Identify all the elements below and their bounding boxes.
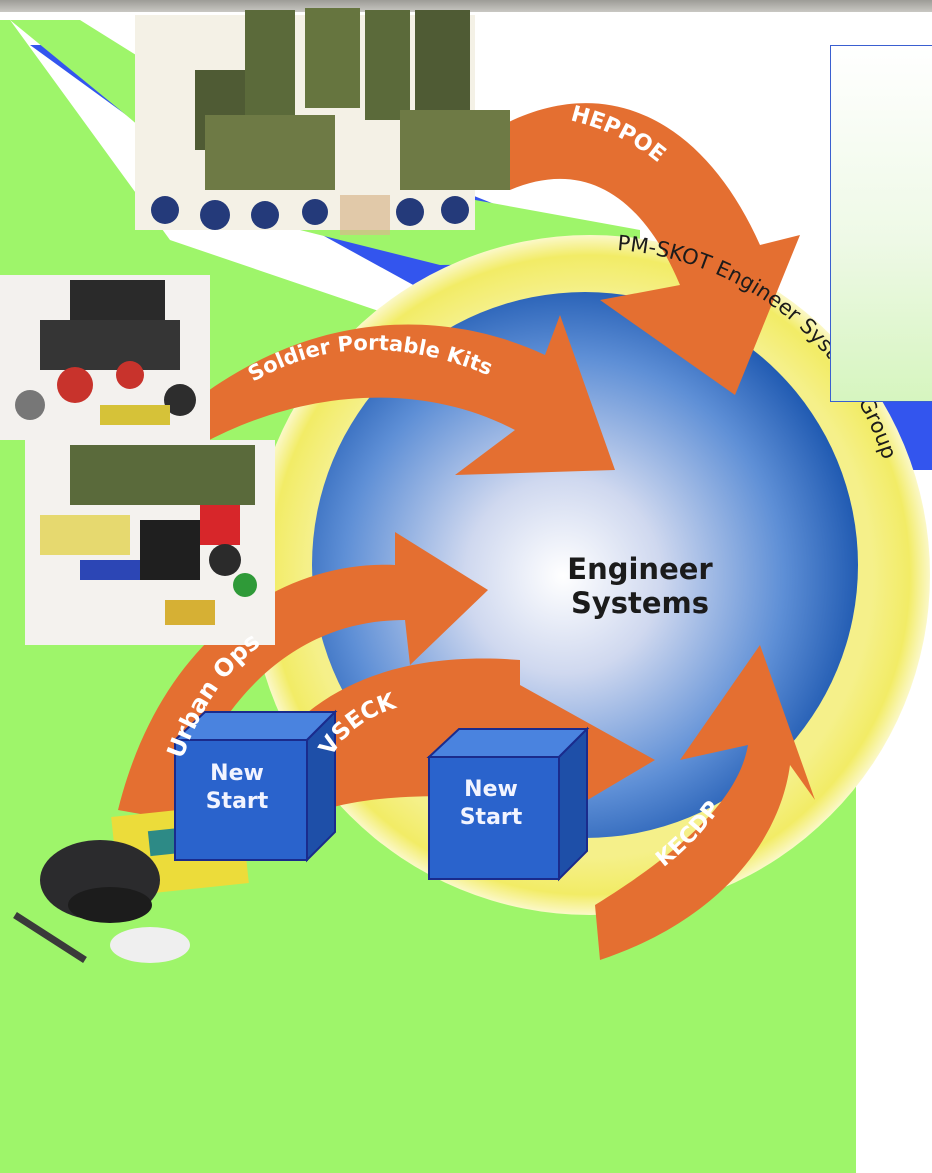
new-start-label-1: New Start <box>178 760 296 816</box>
center-label-line1: Engineer <box>567 552 713 586</box>
urban-ops-kit-image <box>25 440 275 645</box>
center-label: Engineer Systems <box>540 552 740 620</box>
heppoe-equipment-image <box>135 8 510 235</box>
new-start-label-2-line2: Start <box>459 805 523 830</box>
new-start-label-1-line2: Start <box>205 789 269 814</box>
new-start-label-2-line1: New <box>464 777 518 802</box>
callout-box <box>830 45 932 402</box>
soldier-portable-kits-image <box>0 275 210 440</box>
new-start-label-2: New Start <box>432 776 550 832</box>
new-start-label-1-line1: New <box>210 761 264 786</box>
arrow-heppoe <box>470 103 800 396</box>
top-strip <box>0 0 932 12</box>
new-start-cube-1 <box>172 709 338 863</box>
arrow-kecdp <box>595 645 815 960</box>
arrow-soldier-portable-kits <box>160 315 615 475</box>
arrow-urban-ops <box>118 532 488 820</box>
new-start-cube-2 <box>426 726 590 882</box>
center-label-line2: Systems <box>570 586 710 620</box>
